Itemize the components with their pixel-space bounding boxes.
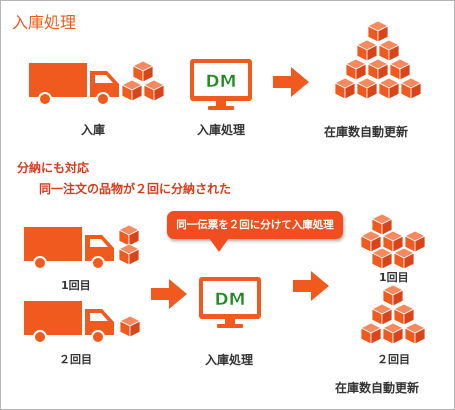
truck-icon <box>29 63 119 106</box>
section2-heading: 分納にも対応 <box>17 161 90 175</box>
section2-stock-label: 在庫数自動更新 <box>335 381 420 395</box>
box-pyramid-icon <box>360 284 426 345</box>
callout-bubble: 同一伝票を２回に分けて入庫処理 <box>167 211 343 239</box>
monitor-icon: DM <box>190 59 252 110</box>
truck-icon <box>24 227 114 270</box>
section1-truck-label: 入庫 <box>81 123 106 137</box>
arrow-right-icon <box>273 67 309 97</box>
section1-stock-label: 在庫数自動更新 <box>324 125 409 139</box>
callout-tail <box>209 238 229 252</box>
truck2-label: ２回目 <box>59 353 92 366</box>
truck1-label: 1回目 <box>61 279 91 292</box>
stock1-label: 1回目 <box>379 271 409 284</box>
stock2-label: ２回目 <box>377 353 410 366</box>
section2-subheading: 同一注文の品物が２回に分納された <box>39 182 232 196</box>
box-pyramid-icon <box>360 213 426 270</box>
box-icon <box>119 315 141 338</box>
dm-logo: DM <box>214 290 245 310</box>
boxes-icon <box>118 224 140 266</box>
boxes-icon <box>121 60 165 102</box>
arrow-right-icon <box>293 271 329 301</box>
truck-icon <box>24 301 114 344</box>
box-pyramid-icon <box>334 20 422 100</box>
section2-dm-label: 入庫処理 <box>205 353 254 367</box>
arrow-right-icon <box>151 279 187 309</box>
monitor-icon: DM <box>199 277 261 328</box>
dm-logo: DM <box>205 72 236 92</box>
page-title: 入庫処理 <box>12 13 77 32</box>
section1-dm-label: 入庫処理 <box>197 123 246 137</box>
